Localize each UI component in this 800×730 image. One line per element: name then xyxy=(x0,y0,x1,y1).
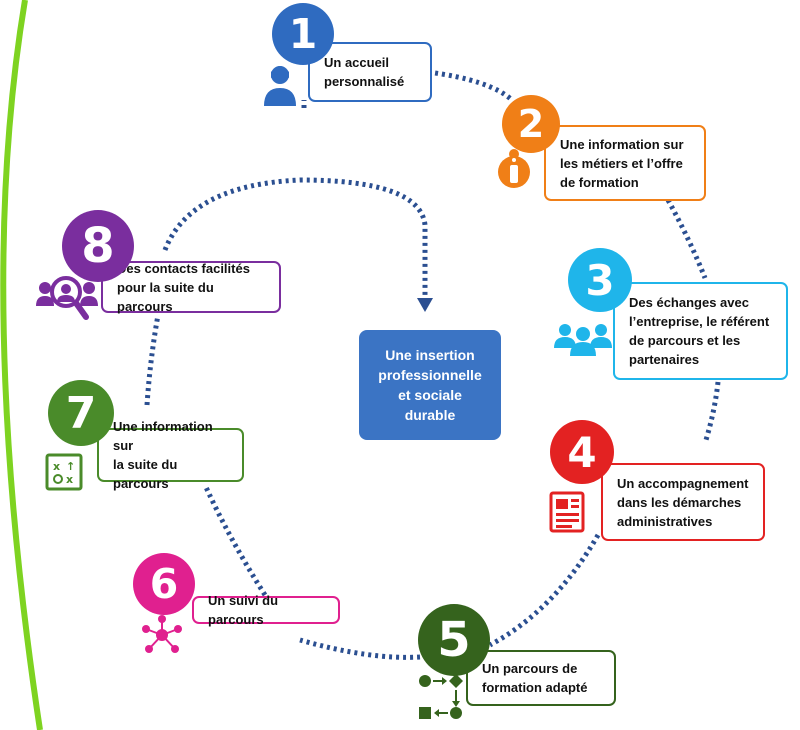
connector-4-5 xyxy=(488,533,601,648)
document-icon xyxy=(548,490,586,534)
step-5-label-box: Un parcours de formation adapté xyxy=(466,650,616,706)
connector-1-2 xyxy=(427,69,514,102)
connector-2-3 xyxy=(665,198,708,279)
person-icon xyxy=(262,62,298,106)
step-1-number-badge: 1 xyxy=(272,3,334,65)
step-8-label: Des contacts facilités pour la suite du … xyxy=(117,260,250,314)
step-7-number-badge: 7 xyxy=(48,380,114,446)
step-1-label-box: Un accueil personnalisé xyxy=(308,42,432,102)
step-2-label-box: Une information sur les métiers et l’off… xyxy=(544,125,706,201)
contacts-search-icon xyxy=(36,272,98,320)
connector-7-8 xyxy=(144,314,161,406)
step-7-label: Une information sur la suite du parcours xyxy=(113,419,213,491)
step-8-number-badge: 8 xyxy=(62,210,134,282)
step-6-label-box: Un suivi du parcours xyxy=(192,593,340,627)
step-5-label: Un parcours de formation adapté xyxy=(482,661,588,695)
step-7-label-box: Une information sur la suite du parcours xyxy=(97,419,244,491)
step-8-label-box: Des contacts facilités pour la suite du … xyxy=(101,260,281,314)
step-6-number-badge: 6 xyxy=(133,553,195,615)
info-icon xyxy=(497,148,531,190)
flowchart-icon xyxy=(418,672,464,720)
step-5-number-badge: 5 xyxy=(418,604,490,676)
step-3-label-box: Des échanges avec l’entreprise, le référ… xyxy=(613,282,788,380)
step-4-label: Un accompagnement dans les démarches adm… xyxy=(617,475,749,529)
cycle-path xyxy=(144,69,721,660)
group-icon xyxy=(553,318,613,358)
connector-5-6 xyxy=(299,637,421,660)
step-6-label: Un suivi du parcours xyxy=(208,593,279,627)
network-icon xyxy=(140,615,184,655)
step-2-number-badge: 2 xyxy=(502,95,560,153)
step-1-label: Un accueil personnalisé xyxy=(324,55,405,89)
svg-text:x: x xyxy=(66,473,73,486)
step-4-label-box: Un accompagnement dans les démarches adm… xyxy=(601,463,765,541)
strategy-board-icon: x↑x xyxy=(44,452,84,492)
center-goal-box: Une insertion professionnelle et sociale… xyxy=(359,330,501,440)
svg-text:x: x xyxy=(53,460,60,473)
green-accent-arc xyxy=(0,0,43,730)
arrow-head-icon xyxy=(417,298,433,312)
svg-text:↑: ↑ xyxy=(66,460,75,473)
step-3-number-badge: 3 xyxy=(568,248,632,312)
connector-3-4 xyxy=(703,381,721,441)
step-2-label: Une information sur les métiers et l’off… xyxy=(560,136,684,190)
connector-6-7 xyxy=(202,483,268,597)
connector-8-center xyxy=(162,177,428,300)
step-4-number-badge: 4 xyxy=(550,420,614,484)
step-3-label: Des échanges avec l’entreprise, le référ… xyxy=(629,295,770,367)
